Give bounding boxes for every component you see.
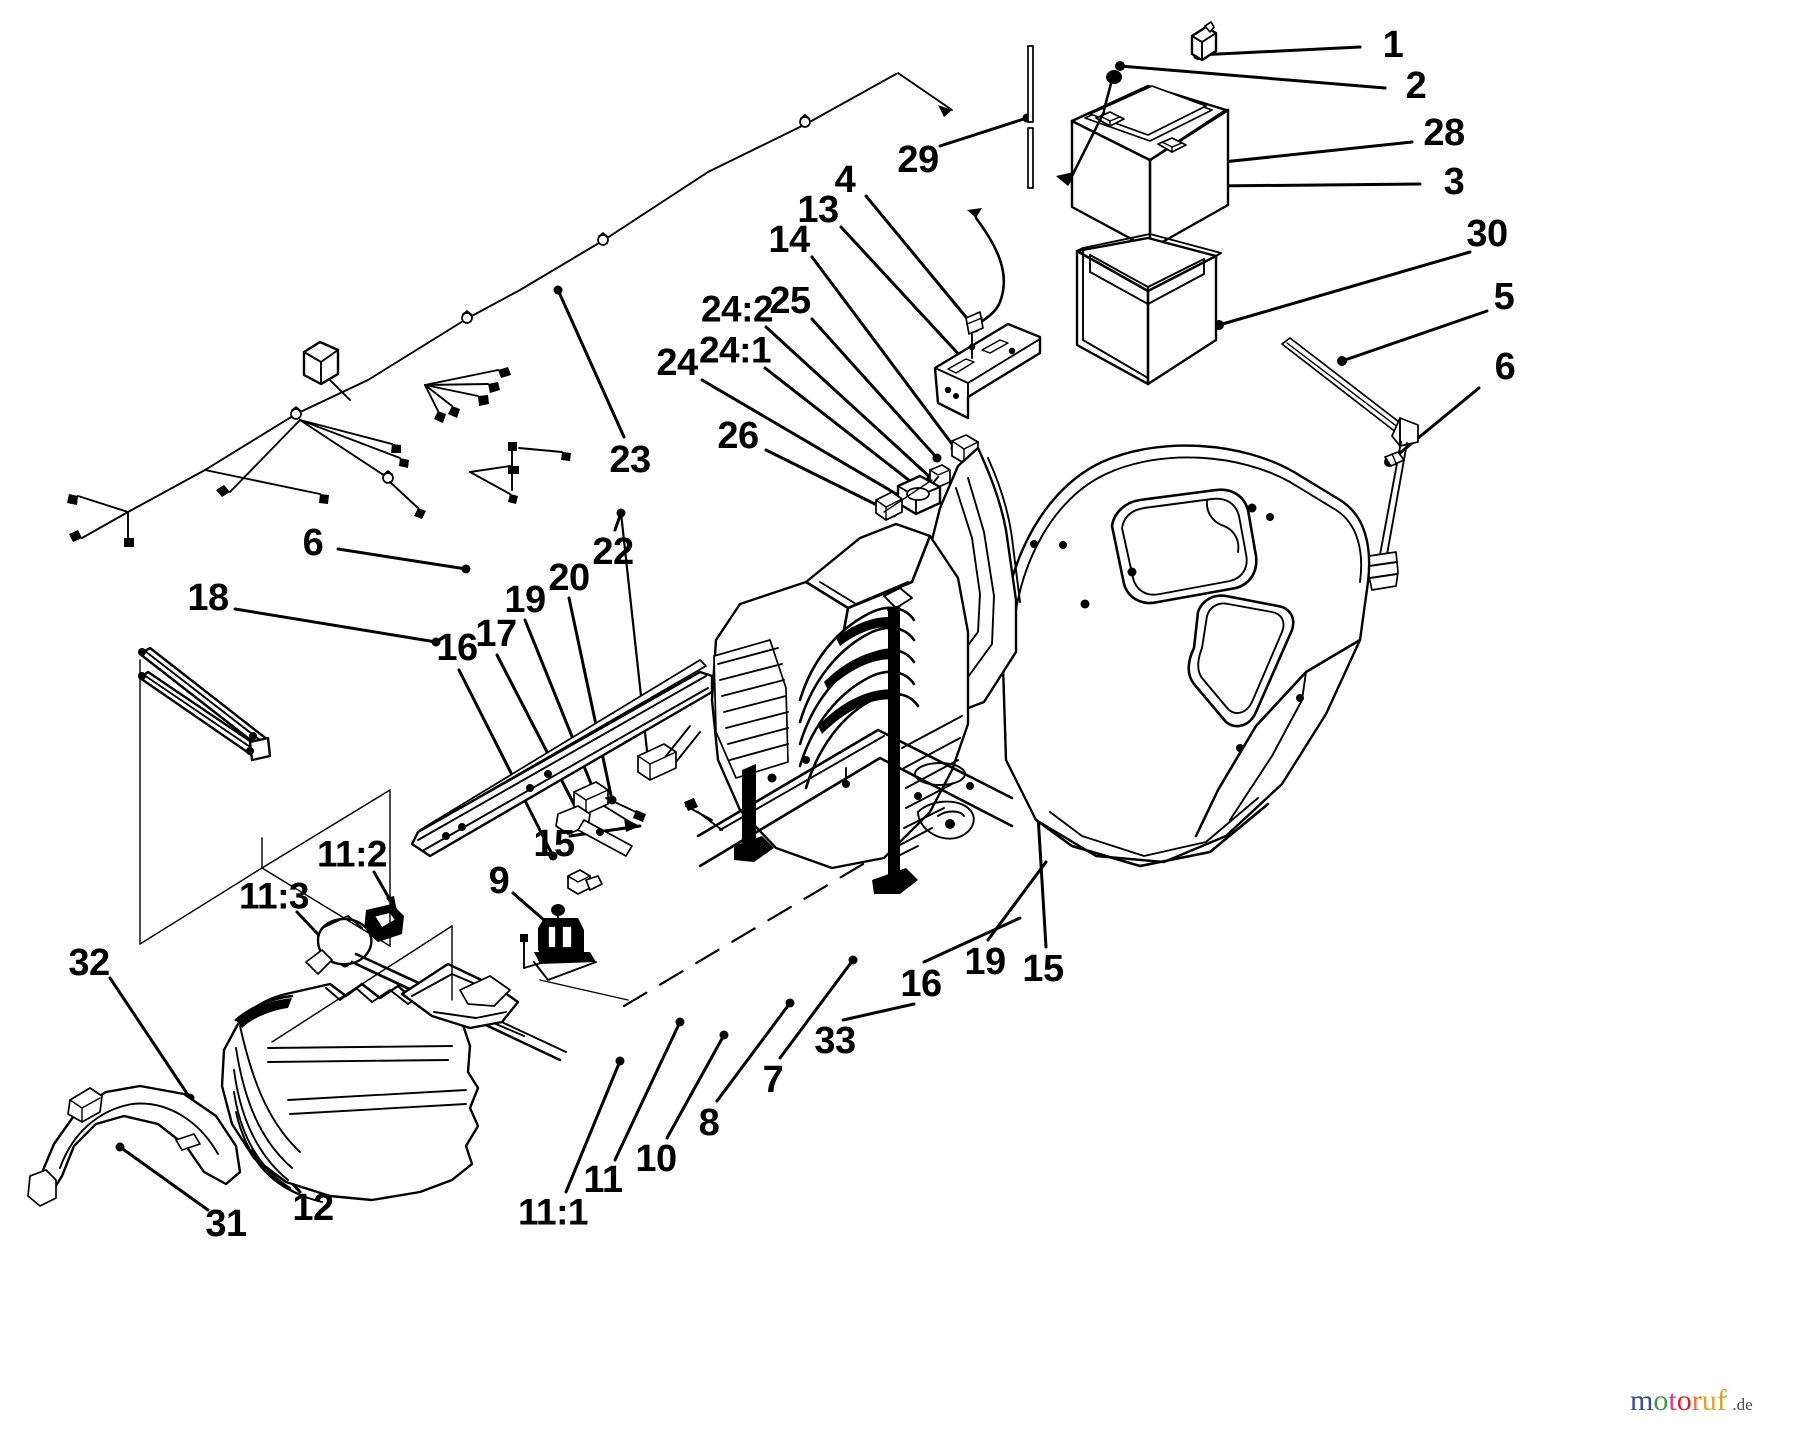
callout-11-2: 11:2 [316, 833, 388, 875]
logo-letter-2: t [1668, 1384, 1677, 1417]
callout-8: 8 [698, 1102, 720, 1144]
callout-13: 13 [797, 189, 839, 231]
callout-4: 4 [834, 159, 856, 201]
part-18-front-brace [138, 646, 272, 762]
callout-33: 33 [814, 1020, 856, 1062]
callout-30: 30 [1466, 213, 1508, 255]
callout-23: 23 [609, 439, 651, 481]
callout-9: 9 [488, 860, 510, 902]
callout-2: 2 [1405, 65, 1427, 107]
callout-17: 17 [475, 613, 517, 655]
part-12-front-grille [220, 953, 567, 1203]
part-4-battery-bracket [933, 208, 1042, 420]
callout-6-left: 6 [302, 522, 324, 564]
callout-18: 18 [187, 577, 229, 619]
fastener-stack-24-26 [875, 434, 979, 521]
part-9-switch-assembly [520, 869, 603, 981]
part-16-support-rail [410, 659, 714, 858]
part-23-wiring-harness [67, 72, 953, 547]
callout-24-1: 24:1 [698, 329, 772, 371]
callout-19-right: 19 [964, 941, 1006, 983]
callout-7: 7 [762, 1059, 784, 1101]
logo-accent-dot: · [1723, 1390, 1729, 1405]
callout-31: 31 [205, 1203, 247, 1245]
callout-15-left: 15 [533, 823, 575, 865]
part-1-terminal-cover [1190, 21, 1218, 62]
logo-letter-5: u [1701, 1384, 1717, 1417]
callout-6-right: 6 [1494, 346, 1516, 388]
part-5-wire-assembly [1281, 337, 1419, 591]
part-7-front-panel [400, 962, 520, 1030]
callout-14: 14 [768, 219, 810, 261]
callout-16-right: 16 [900, 963, 942, 1005]
callout-10: 10 [635, 1138, 677, 1180]
callout-24-2: 24:2 [700, 288, 774, 330]
callout-1: 1 [1382, 24, 1404, 66]
callout-25: 25 [769, 280, 811, 322]
callout-16-left: 16 [436, 627, 478, 669]
callout-26: 26 [717, 415, 759, 457]
assembly-reference-lines [139, 659, 882, 1043]
small-bolts-15 [684, 798, 723, 831]
callout-3: 3 [1443, 161, 1465, 203]
callout-5: 5 [1493, 276, 1515, 318]
callout-20: 20 [548, 557, 590, 599]
logo-letter-1: o [1653, 1384, 1669, 1417]
callout-32: 32 [68, 942, 110, 984]
callout-11: 11 [583, 1159, 623, 1201]
part-22-brace-rod [637, 725, 701, 781]
part-3-battery [1056, 70, 1230, 251]
callout-15-right: 15 [1022, 948, 1064, 990]
part-31-bumper [27, 1084, 242, 1207]
motoruf-logo: motoruf·.de [1630, 1386, 1753, 1416]
callout-24: 24 [656, 342, 698, 384]
callout-11-3: 11:3 [238, 875, 310, 917]
callout-11-1: 11:1 [517, 1191, 589, 1233]
part-30-battery-tray [1075, 233, 1222, 386]
callout-29: 29 [897, 139, 939, 181]
logo-letter-4: r [1691, 1384, 1702, 1417]
callout-22: 22 [592, 531, 634, 573]
logo-letter-0: m [1630, 1384, 1654, 1417]
logo-letter-3: o [1676, 1384, 1692, 1417]
logo-tld: .de [1732, 1395, 1753, 1414]
chassis-body-assembly [696, 444, 1371, 894]
callout-28: 28 [1423, 112, 1465, 154]
part-29-rod [1027, 45, 1034, 189]
callout-12: 12 [292, 1187, 334, 1229]
logo-letter-6: f [1716, 1384, 1727, 1417]
callout-19-left: 19 [504, 579, 546, 621]
